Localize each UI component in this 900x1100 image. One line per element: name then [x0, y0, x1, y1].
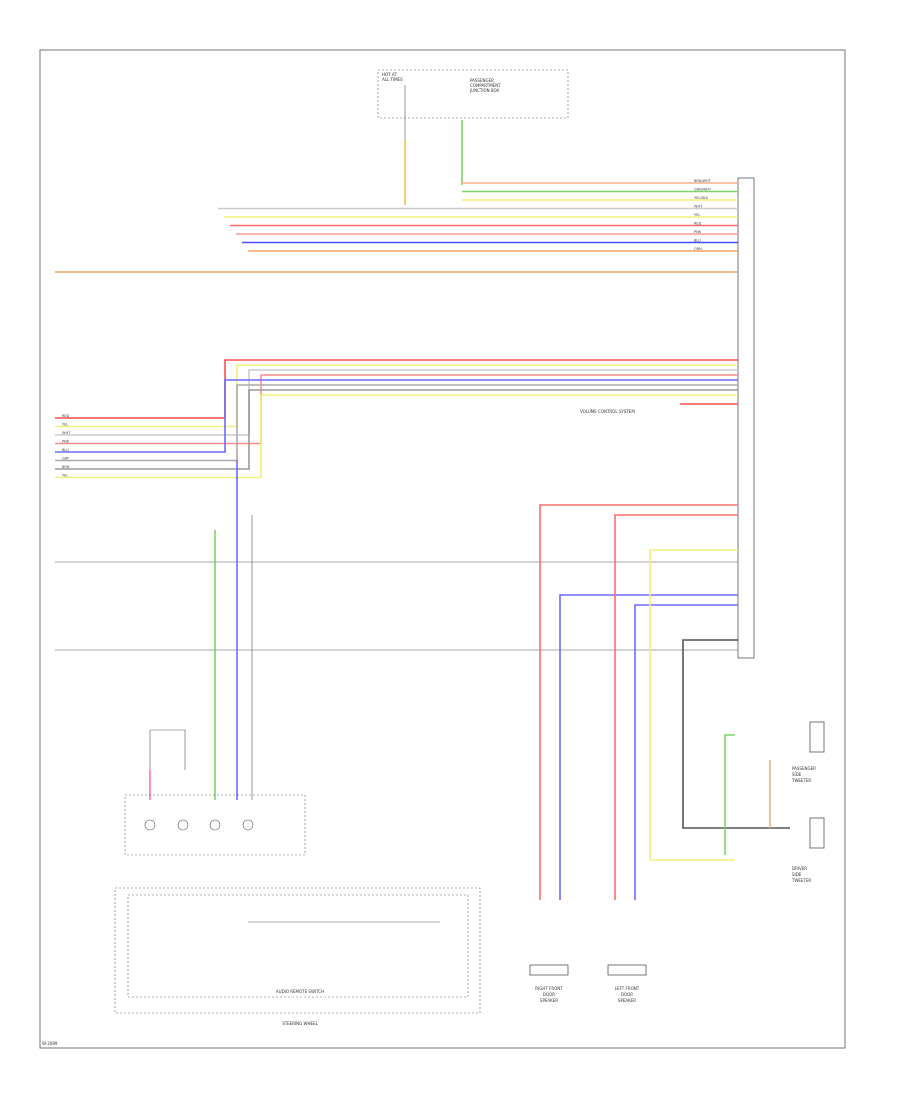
amp-connector	[737, 177, 755, 659]
svg-text:PASSENGER: PASSENGER	[792, 766, 816, 771]
connector-wire-label-7: BLU	[694, 239, 701, 243]
svg-text:COMPARTMENT: COMPARTMENT	[470, 83, 501, 88]
tweeter-wire-yel	[649, 549, 738, 861]
svg-text:DOOR: DOOR	[543, 992, 555, 997]
lf-speaker-wire-neg	[634, 604, 738, 900]
svg-text:SPEAKER: SPEAKER	[540, 998, 558, 1003]
passenger-tweeter	[809, 721, 825, 753]
connector-wire-label-2: YEL/BLK	[694, 196, 709, 200]
svg-text:SIDE: SIDE	[792, 772, 802, 777]
left-wire-label-0: RED	[62, 414, 70, 418]
connector-wire-label-4: YEL	[694, 213, 700, 217]
left-wire-6	[55, 389, 738, 470]
clockspring-box	[124, 794, 306, 856]
svg-text:SPEAKER: SPEAKER	[618, 998, 636, 1003]
svg-text:DOOR: DOOR	[621, 992, 633, 997]
left-wire-7	[55, 394, 738, 479]
lf-speaker-wire-pos	[614, 514, 738, 900]
junction-box-label: PASSENGER	[470, 78, 494, 83]
right-front-speaker: RIGHT FRONT DOOR SPEAKER	[529, 964, 569, 1003]
svg-text:TWEETER: TWEETER	[791, 778, 811, 783]
left-wire-label-4: BLU	[62, 448, 69, 452]
rf-speaker-wire-neg	[559, 594, 738, 900]
left-wire-group: RED YEL WHT PNK BLU GRY BRN YEL	[55, 359, 738, 479]
audio-remote-label: AUDIO REMOTE SWITCH	[276, 989, 324, 994]
svg-text:SIDE: SIDE	[792, 872, 802, 877]
connector-wire-label-3: WHT	[694, 205, 703, 209]
steering-wheel-label: STEERING WHEEL	[282, 1021, 318, 1026]
svg-text:ALL TIMES: ALL TIMES	[382, 77, 403, 82]
connector-wire-label-0: BRN/WHT	[694, 179, 712, 183]
driver-tweeter	[809, 817, 825, 849]
connector-wire-label-1: GRN/WHT	[694, 188, 712, 192]
connector-wire-label-8: ORN	[694, 247, 702, 251]
svg-text:RIGHT FRONT: RIGHT FRONT	[535, 986, 563, 991]
left-wire-0	[55, 359, 738, 419]
left-wire-4	[55, 379, 738, 453]
svg-text:DRIVER: DRIVER	[792, 866, 807, 871]
rf-speaker-wire-pos	[539, 504, 738, 900]
svg-text:TWEETER: TWEETER	[791, 878, 811, 883]
volume-control-label: VOLUME CONTROL SYSTEM	[580, 409, 635, 414]
junction-box-top	[377, 69, 569, 119]
left-wire-label-2: WHT	[62, 431, 71, 435]
svg-text:LEFT FRONT: LEFT FRONT	[615, 986, 640, 991]
left-wire-label-5: GRY	[62, 457, 70, 461]
left-wire-label-3: PNK	[62, 440, 70, 444]
left-wire-label-7: YEL	[62, 474, 68, 478]
svg-text:JUNCTION BOX: JUNCTION BOX	[469, 88, 499, 93]
audio-remote-switch-box	[127, 894, 469, 998]
left-front-speaker: LEFT FRONT DOOR SPEAKER	[607, 964, 647, 1003]
left-wire-label-1: YEL	[62, 423, 68, 427]
connector-wire-label-6: PNK	[694, 230, 702, 234]
steering-wheel-box	[114, 887, 481, 1014]
left-wire-5	[55, 384, 738, 462]
top-wire-group	[218, 182, 738, 252]
corner-code: W-2089	[42, 1041, 58, 1046]
diagram-frame	[39, 49, 846, 1049]
tweeter-wire-blk	[682, 639, 790, 829]
left-wire-label-6: BRN	[62, 465, 70, 469]
connector-wire-label-5: RED	[694, 222, 702, 226]
hot-label: HOT AT	[382, 72, 397, 77]
right-pin-group: BRN/WHT GRN/WHT YEL/BLK WHT YEL RED PNK BLU ORN	[694, 179, 712, 251]
